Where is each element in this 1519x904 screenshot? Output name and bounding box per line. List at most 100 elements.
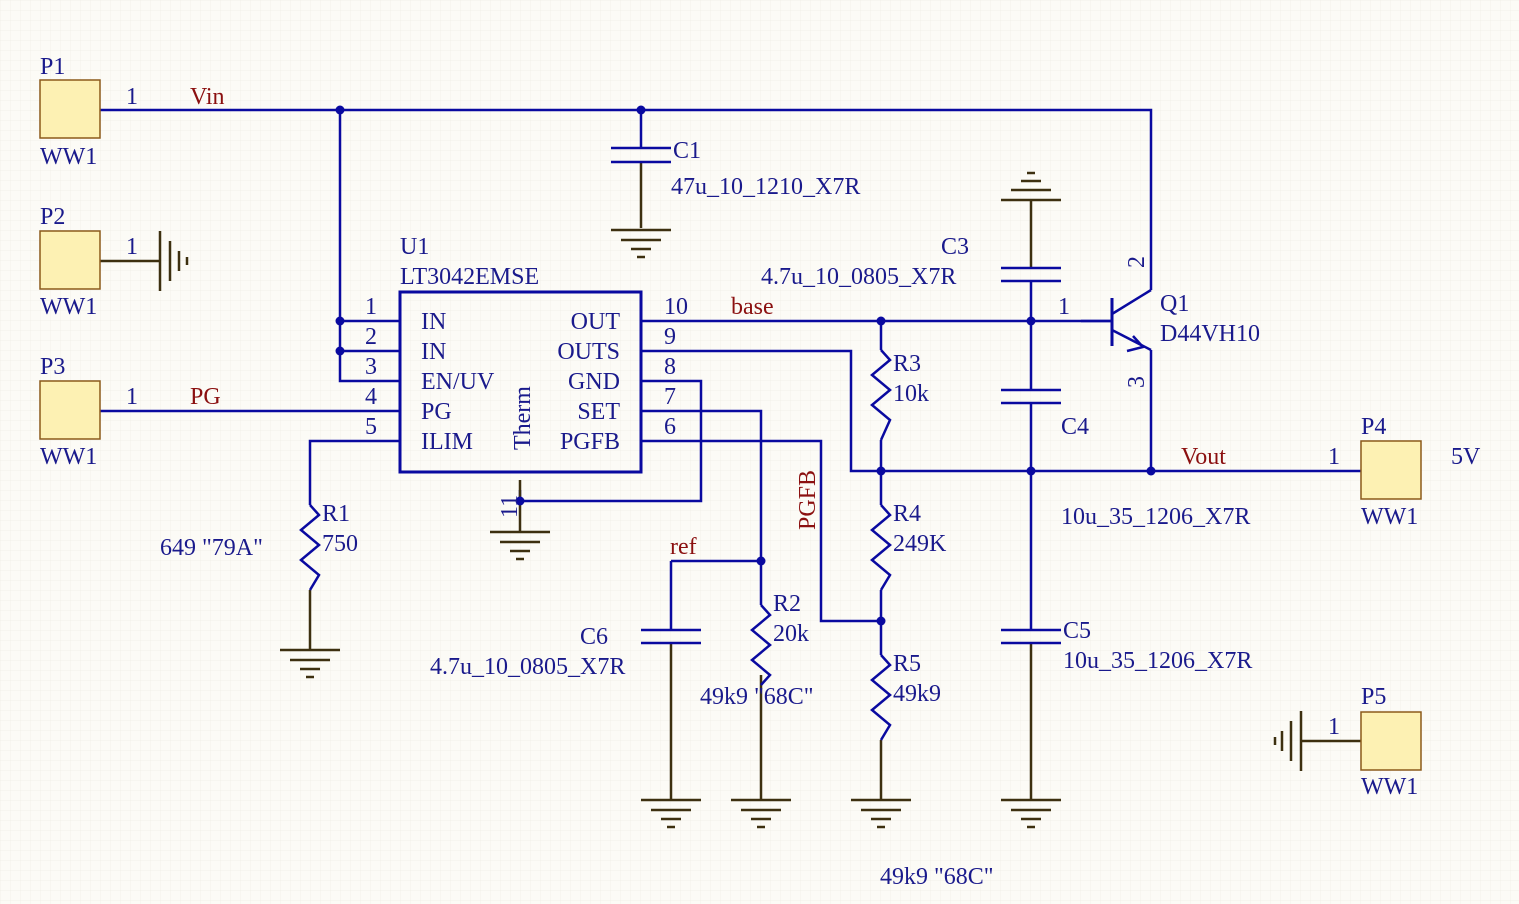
q1-pin-emitter: 3	[1124, 376, 1150, 388]
u1-pin-name: GND	[568, 369, 620, 395]
p3-pin: 1	[126, 384, 138, 410]
r1-note: 649 "79A"	[160, 535, 263, 561]
u1-pin-num: 9	[664, 324, 676, 350]
gnd-r5	[851, 798, 911, 829]
c5-ref: C5	[1063, 618, 1091, 644]
p2-pad[interactable]	[39, 230, 101, 290]
r5-value: 49k9	[893, 681, 941, 707]
net-pg: PG	[190, 384, 221, 410]
gnd-c5	[1001, 798, 1061, 829]
r4-value: 249K	[893, 531, 947, 557]
u1-pin-num: 7	[664, 384, 676, 410]
q1-pin-collector: 2	[1124, 256, 1150, 268]
c6-value: 4.7u_10_0805_X7R	[430, 654, 625, 680]
u1-pin-num: 2	[365, 324, 377, 350]
c3-value: 4.7u_10_0805_X7R	[761, 264, 956, 290]
u1-body[interactable]	[398, 290, 643, 474]
q1-part: D44VH10	[1160, 321, 1260, 347]
wires	[100, 108, 1361, 743]
net-pgfb: PGFB	[795, 470, 821, 530]
u1-pin-num: 10	[664, 294, 688, 320]
r4-ref: R4	[893, 501, 921, 527]
wire-set	[641, 409, 763, 605]
c3-ref: C3	[941, 234, 969, 260]
gnd-r1	[280, 648, 340, 679]
p4-pin: 1	[1328, 444, 1340, 470]
r5-symbol	[870, 654, 892, 741]
p1-pin: 1	[126, 84, 138, 110]
p5-pin: 1	[1328, 714, 1340, 740]
net-ref: ref	[670, 534, 697, 560]
u1-pin-name: SET	[577, 399, 620, 425]
q1-ref: Q1	[1160, 291, 1189, 317]
p1-value: WW1	[40, 144, 97, 170]
u1-pin-num: 8	[664, 354, 676, 380]
q1-pin-base: 1	[1058, 294, 1070, 320]
net-vout: Vout	[1181, 444, 1226, 470]
capacitor-plates	[611, 146, 1061, 645]
u1-pin-name: PGFB	[560, 429, 620, 455]
gnd-c6	[641, 798, 701, 829]
u1-pin-name: IN	[421, 309, 446, 335]
p5-value: WW1	[1361, 774, 1418, 800]
r1-ref: R1	[322, 501, 350, 527]
c5-symbol	[1001, 628, 1061, 645]
p3-pad[interactable]	[39, 380, 101, 440]
u1-ref: U1	[400, 234, 429, 260]
u1-pin-num: 5	[365, 414, 377, 440]
u1-pin-name: OUTS	[557, 339, 620, 365]
u1-right-pins: 10 OUT 9 OUTS 8 GND 7 SET 6 PGFB	[557, 294, 688, 455]
p4-extra: 5V	[1451, 444, 1481, 470]
r5-note: 49k9 "68C"	[880, 864, 994, 890]
ground-leads	[100, 163, 1033, 800]
p2-ref: P2	[40, 204, 65, 230]
u1-pin-name: OUT	[571, 309, 621, 335]
p5-pad[interactable]	[1360, 711, 1422, 771]
p4-value: WW1	[1361, 504, 1418, 530]
c3-symbol	[1001, 266, 1061, 283]
p3-ref: P3	[40, 354, 65, 380]
u1-pin-num: 3	[365, 354, 377, 380]
net-base: base	[731, 294, 774, 320]
c1-symbol	[611, 146, 671, 164]
gnd-r2	[731, 798, 791, 829]
junctions	[335, 105, 1156, 626]
u1-pin-num: 4	[365, 384, 377, 410]
c4-symbol	[1001, 388, 1061, 405]
c1-ref: C1	[673, 138, 701, 164]
wire-pgfb	[641, 439, 881, 623]
p4-pad[interactable]	[1360, 440, 1422, 500]
r3-symbol	[870, 349, 892, 441]
gnd-p2	[158, 231, 189, 291]
c6-ref: C6	[580, 624, 608, 650]
u1-pin-name: EN/UV	[421, 369, 495, 395]
net-vin: Vin	[190, 84, 225, 110]
c6-symbol	[641, 628, 701, 645]
u1-pin-num: 1	[365, 294, 377, 320]
r2-value: 20k	[773, 621, 809, 647]
wire-vin-rail	[100, 108, 1153, 290]
u1-part: LT3042EMSE	[400, 264, 539, 290]
q1-symbol[interactable]	[1081, 288, 1152, 353]
r2-symbol	[750, 604, 772, 686]
u1-pin-name: IN	[421, 339, 446, 365]
r3-value: 10k	[893, 381, 929, 407]
r2-note: 49k9 "68C"	[700, 684, 814, 710]
p2-pin: 1	[126, 234, 138, 260]
p5-ref: P5	[1361, 684, 1386, 710]
gnd-c1	[611, 228, 671, 259]
gnd-u1	[490, 530, 550, 561]
r3-ref: R3	[893, 351, 921, 377]
p1-pad[interactable]	[39, 79, 101, 139]
gnd-c3	[1001, 171, 1061, 202]
u1-therm: Therm	[510, 386, 536, 450]
ground-symbols	[158, 171, 1303, 829]
c4-ref: C4	[1061, 414, 1089, 440]
r4-symbol	[870, 504, 892, 591]
p1-ref: P1	[40, 54, 65, 80]
p3-value: WW1	[40, 444, 97, 470]
wire-vin-to-u1	[338, 110, 400, 383]
r1-value: 750	[322, 531, 358, 557]
